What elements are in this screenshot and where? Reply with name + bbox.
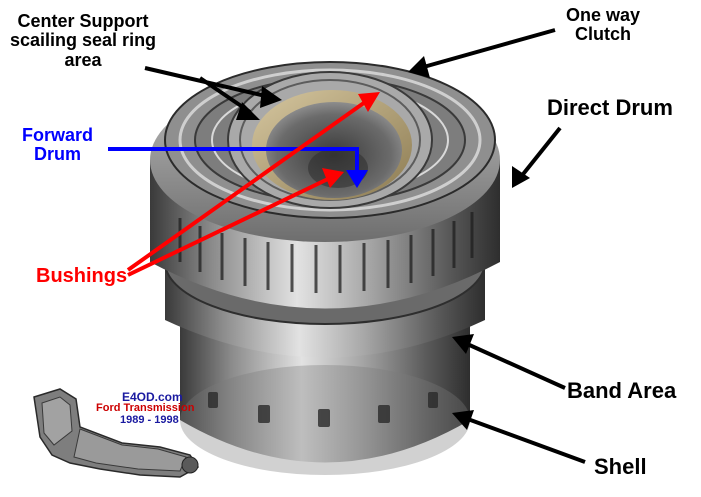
one-way-clutch-label: One way Clutch <box>566 5 641 45</box>
logo-years: 1989 - 1998 <box>120 414 179 426</box>
forward-drum-label: Forward Drum <box>22 125 94 165</box>
band-area-label: Band Area <box>567 378 677 403</box>
bushing-pointers <box>126 92 380 277</box>
bushings-label: Bushings <box>36 265 128 287</box>
pointer-arrows <box>144 28 586 464</box>
e4od-logo: E4OD.com Ford Transmission 1989 - 1998 <box>30 385 235 487</box>
forward-drum-line1: Forward <box>22 125 94 145</box>
clutch-teeth <box>178 212 474 293</box>
forward-drum-pointer <box>108 147 368 188</box>
direct-drum-label: Direct Drum <box>547 95 673 120</box>
center-support-label: Center Support scailing seal ring area <box>10 11 157 70</box>
logo-title: Ford Transmission <box>96 402 195 414</box>
shell-slots <box>208 392 438 427</box>
forward-drum-line2: Drum <box>34 144 82 165</box>
transmission-case-icon <box>33 388 200 478</box>
shell-label: Shell <box>594 454 647 479</box>
logo-site: E4OD.com <box>122 390 183 404</box>
center-support-line2: scailing seal ring <box>10 30 157 51</box>
center-support-line1: Center Support <box>17 11 149 31</box>
center-support-line3: area <box>64 49 102 70</box>
one-way-line2: Clutch <box>575 24 632 45</box>
one-way-line1: One way <box>566 5 641 25</box>
